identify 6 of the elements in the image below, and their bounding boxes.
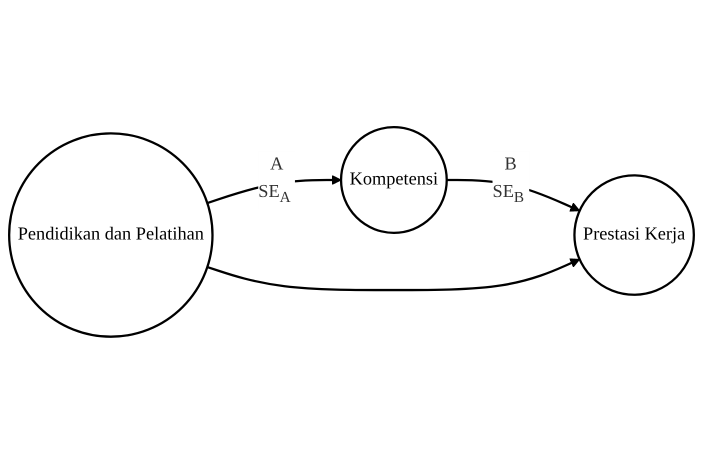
arrow <box>206 258 580 292</box>
node-circle: Kompetensi <box>340 126 448 234</box>
edge-label: B SE$_{B}$ <box>492 154 524 206</box>
node-circle: Pendidikan dan Pelatihan <box>8 132 214 338</box>
edge-label: A SE$_{A}$ <box>258 154 291 206</box>
node-circle: Prestasi Kerja <box>573 174 695 296</box>
